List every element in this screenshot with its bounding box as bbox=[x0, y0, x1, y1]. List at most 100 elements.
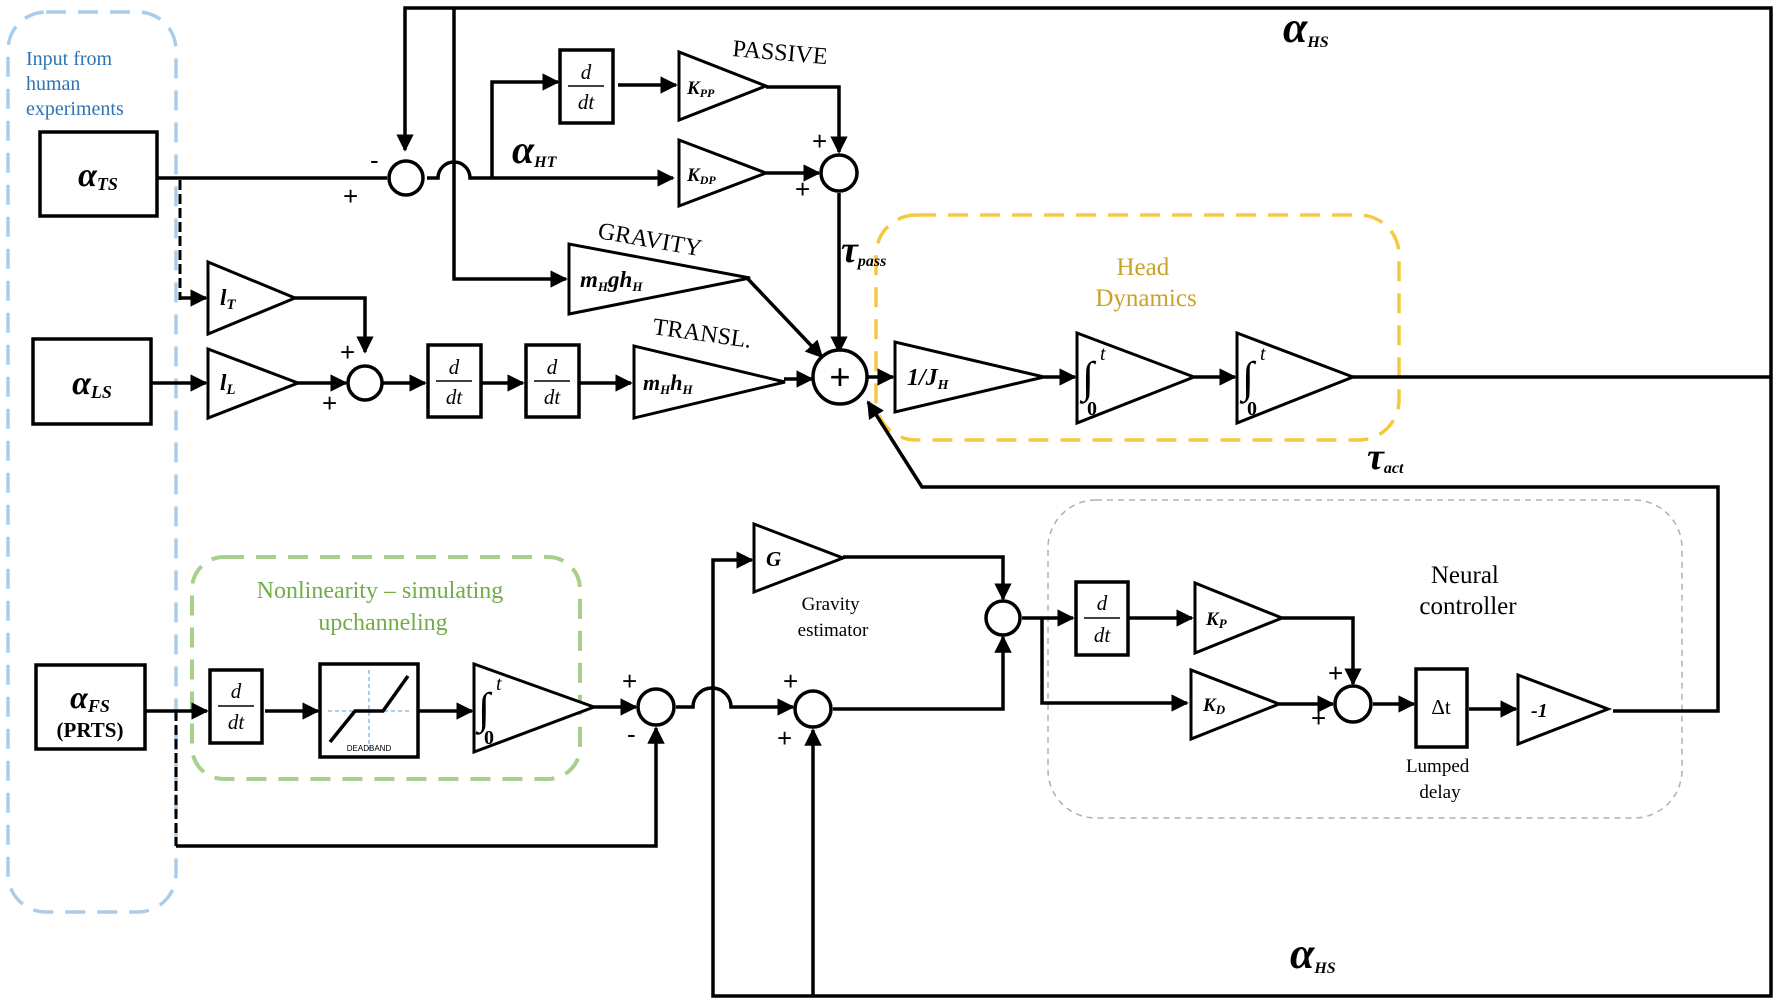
ahs-top-label: αHS bbox=[1283, 3, 1329, 52]
afs-input-box: αFS (PRTS) bbox=[34, 663, 147, 751]
sum-main-plus: + bbox=[829, 357, 851, 399]
svg-text:αFS: αFS bbox=[70, 679, 110, 716]
ll-gain: lL bbox=[206, 346, 303, 421]
sum-to-sum2 bbox=[676, 686, 795, 716]
svg-text:∫: ∫ bbox=[475, 684, 493, 735]
ats-input-box: αTS bbox=[38, 130, 159, 218]
sign-plus-afs: + bbox=[622, 666, 637, 696]
input-region bbox=[6, 10, 178, 914]
sign-plus-lt: + bbox=[340, 337, 355, 367]
sign-plus-sum2-top: + bbox=[783, 666, 798, 696]
integrator-1: ∫ t 0 bbox=[1075, 330, 1199, 426]
lumped-delay-block: Δt bbox=[1414, 667, 1469, 749]
svg-text:KDP: KDP bbox=[686, 165, 716, 187]
afs-feedback-wire bbox=[176, 726, 665, 848]
svg-text:0: 0 bbox=[484, 727, 494, 749]
neural-controller-region bbox=[1047, 499, 1683, 819]
neg1-gain: -1 bbox=[1516, 672, 1613, 747]
ahs-top-feedback-wire bbox=[396, 6, 1773, 379]
lt-gain: lT bbox=[206, 259, 299, 337]
svg-text:αLS: αLS bbox=[72, 365, 112, 402]
tact-feedback-wire bbox=[866, 400, 1720, 713]
input-region-label: Input from human experiments bbox=[26, 48, 124, 120]
sum-pd bbox=[1333, 684, 1373, 724]
svg-text:d: d bbox=[547, 355, 558, 379]
nonlinearity-region bbox=[190, 555, 582, 781]
gravity-to-sum bbox=[746, 277, 824, 359]
g-to-sum3 bbox=[843, 555, 1012, 601]
sum-main bbox=[811, 348, 869, 406]
lumped-delay-label: Lumped delay bbox=[1406, 756, 1474, 803]
svg-text:dt: dt bbox=[1094, 623, 1112, 647]
svg-text:∫: ∫ bbox=[1239, 353, 1257, 404]
sign-minus-afs: - bbox=[627, 719, 636, 749]
kp-gain: KP bbox=[1193, 580, 1287, 656]
g-gain: G bbox=[752, 521, 848, 595]
sum3-to-kd bbox=[1040, 618, 1189, 712]
kdp-gain: KDP bbox=[677, 137, 771, 209]
integrator-afs: ∫ t 0 bbox=[472, 661, 599, 755]
svg-text:lL: lL bbox=[220, 370, 236, 398]
sign-plus-kd: + bbox=[1311, 703, 1326, 733]
svg-text:αTS: αTS bbox=[78, 157, 118, 194]
svg-text:KD: KD bbox=[1202, 695, 1226, 717]
als-input-box: αLS bbox=[31, 337, 153, 426]
kp-to-sum4 bbox=[1282, 616, 1362, 686]
svg-text:KPP: KPP bbox=[686, 78, 715, 100]
svg-text:∫: ∫ bbox=[1079, 353, 1097, 404]
aht-label: αHT bbox=[512, 127, 558, 172]
sign-plus-sum2-bottom: + bbox=[777, 723, 792, 753]
ddt-block-neural: d dt bbox=[1074, 580, 1130, 657]
transl-gain: mHhH bbox=[632, 344, 786, 420]
svg-text:d: d bbox=[449, 355, 460, 379]
sign-plus-kp: + bbox=[1328, 658, 1343, 688]
ahs-bottom-label: αHS bbox=[1290, 929, 1336, 978]
lt-to-sum bbox=[295, 296, 374, 354]
svg-text:dt: dt bbox=[578, 90, 596, 114]
ddt-block-afs: d dt bbox=[208, 668, 264, 745]
sign-minus-ats-top: - bbox=[370, 145, 379, 175]
gravity-input-wire bbox=[452, 8, 568, 288]
sign-plus-ats: + bbox=[343, 181, 358, 211]
ahs-bottom-wire bbox=[711, 377, 1773, 998]
svg-text:(PRTS): (PRTS) bbox=[57, 718, 124, 742]
svg-text:G: G bbox=[766, 547, 781, 571]
svg-text:lT: lT bbox=[220, 285, 236, 313]
aht-ddt-branch bbox=[490, 73, 560, 178]
svg-text:-1: -1 bbox=[1531, 700, 1548, 722]
sum-passive bbox=[819, 153, 859, 193]
sum-ats bbox=[387, 159, 425, 197]
kpp-to-sum bbox=[766, 85, 848, 154]
deadband-block: DEADBAND bbox=[318, 662, 420, 759]
svg-text:t: t bbox=[496, 673, 502, 695]
sum-lt-ll bbox=[346, 364, 384, 402]
gravity-estimator-label: Gravity estimator bbox=[798, 594, 869, 641]
sign-plus-kdp: + bbox=[795, 174, 810, 204]
ddt-block-passive: d dt bbox=[558, 48, 615, 125]
passive-label: PASSIVE bbox=[731, 36, 828, 70]
sum-gravity-comp bbox=[793, 689, 833, 729]
svg-text:dt: dt bbox=[228, 710, 246, 734]
svg-text:DEADBAND: DEADBAND bbox=[347, 744, 392, 753]
svg-text:Δt: Δt bbox=[1431, 695, 1451, 719]
svg-text:0: 0 bbox=[1087, 398, 1097, 420]
sign-plus-ll: + bbox=[322, 388, 337, 418]
integrator-2: ∫ t 0 bbox=[1235, 330, 1358, 426]
svg-text:dt: dt bbox=[544, 385, 562, 409]
svg-text:mHhH: mHhH bbox=[643, 370, 694, 397]
jh-gain: 1/JH bbox=[893, 340, 1045, 414]
svg-text:1/JH: 1/JH bbox=[907, 365, 950, 393]
neural-controller-label: Neural controller bbox=[1419, 562, 1517, 620]
head-dynamics-region bbox=[874, 213, 1401, 442]
gravity-gain: mHghH bbox=[567, 242, 751, 316]
tpass-label: τpass bbox=[841, 229, 886, 271]
sign-plus-kpp: + bbox=[812, 126, 827, 156]
transl-label: TRANSL. bbox=[651, 314, 753, 354]
sum-g bbox=[984, 599, 1022, 637]
head-dynamics-label: Head Dynamics bbox=[1095, 254, 1196, 312]
svg-text:d: d bbox=[231, 679, 242, 703]
kd-gain: KD bbox=[1189, 667, 1284, 742]
ddt-block-2: d dt bbox=[524, 343, 581, 419]
svg-text:d: d bbox=[581, 60, 592, 84]
